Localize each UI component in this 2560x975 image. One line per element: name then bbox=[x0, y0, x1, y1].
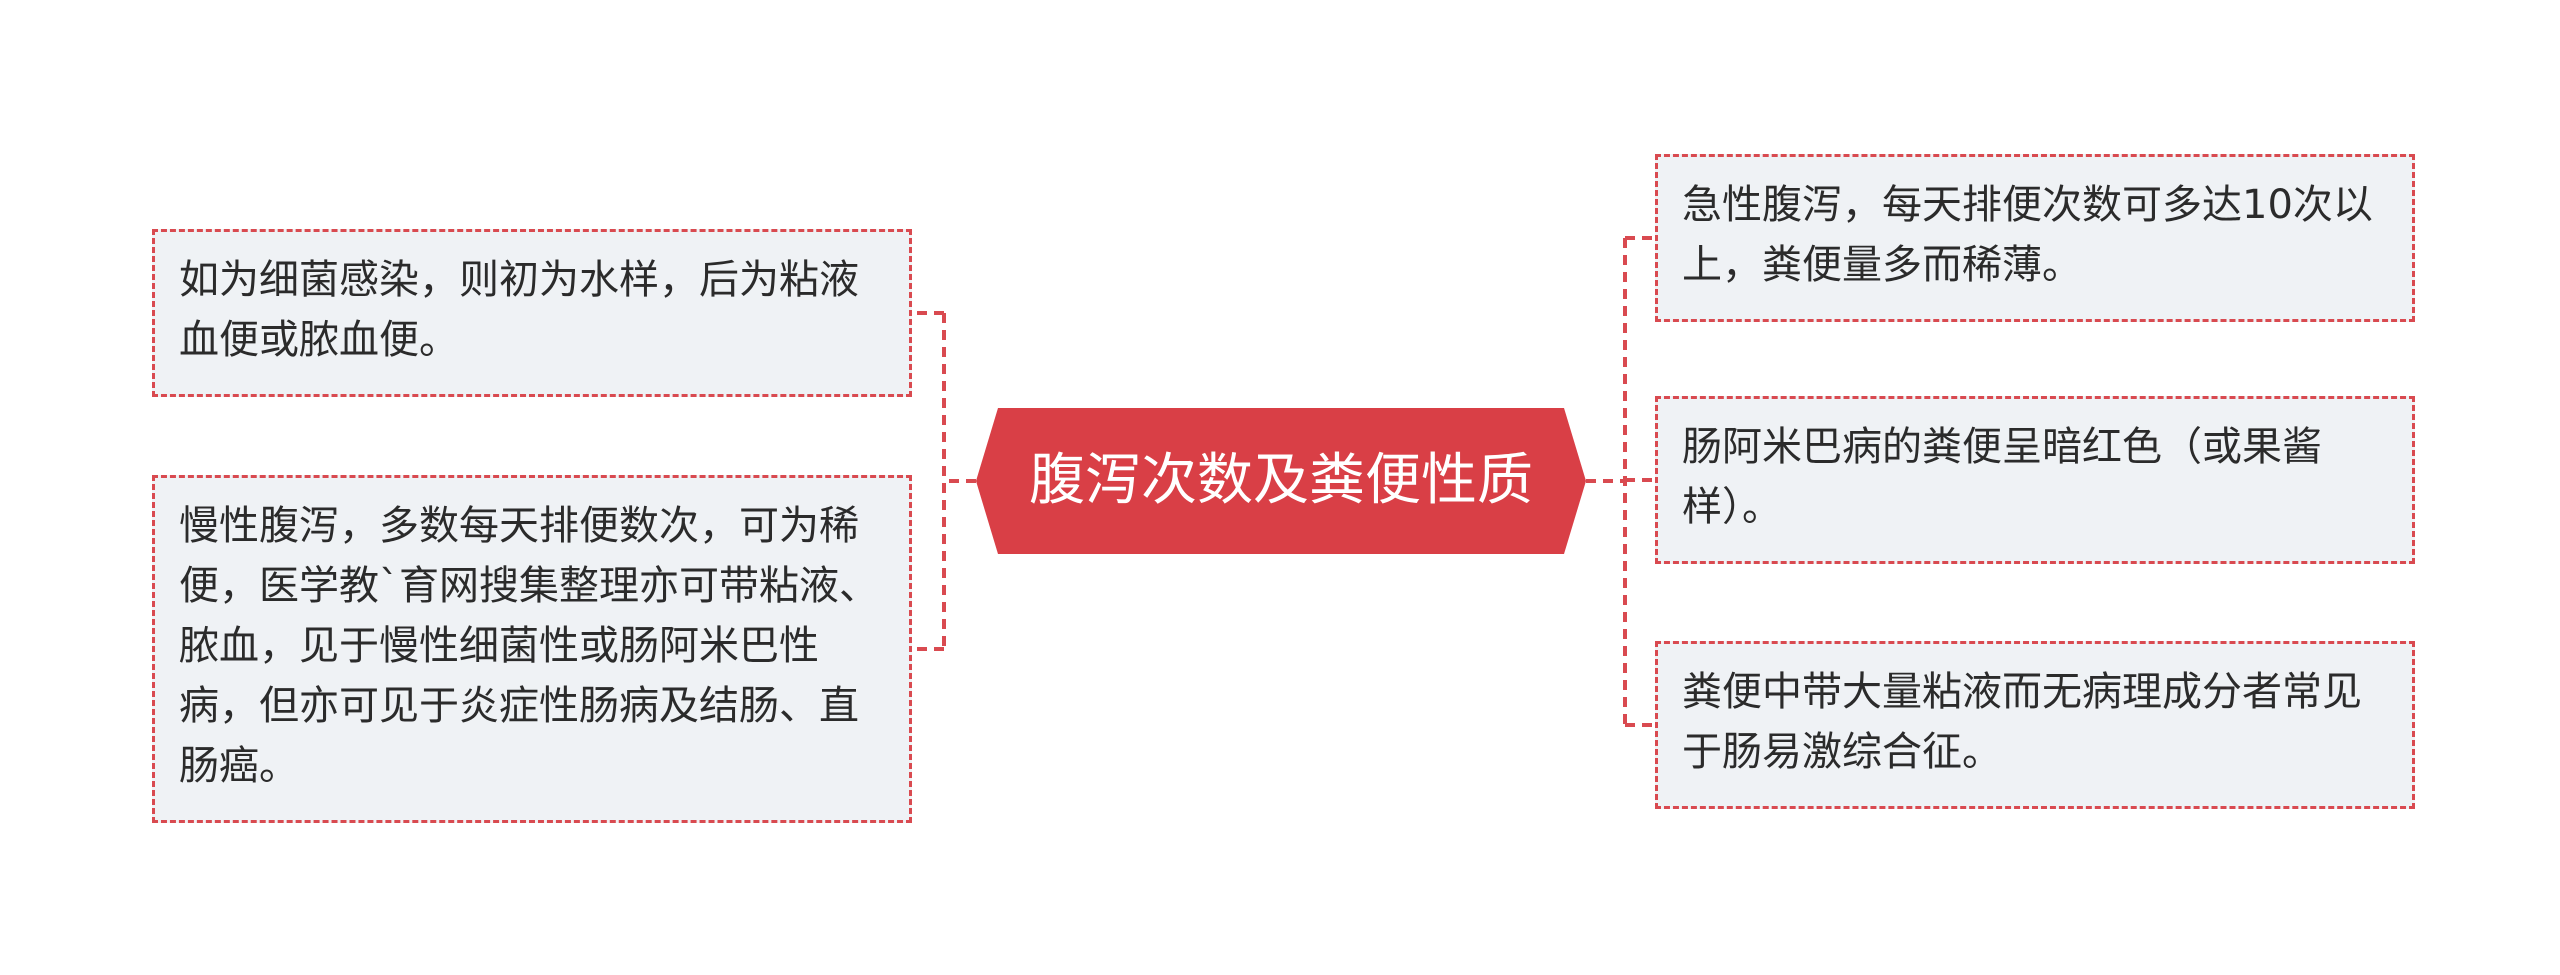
topic-node-left-1[interactable]: 如为细菌感染，则初为水样，后为粘液血便或脓血便。 bbox=[152, 229, 912, 397]
topic-text-right-1: 急性腹泻，每天排便次数可多达10次以上，粪便量多而稀薄。 bbox=[1682, 182, 2373, 288]
topic-text-left-2: 慢性腹泻，多数每天排便数次，可为稀便，医学教`育网搜集整理亦可带粘液、脓血，见于… bbox=[179, 503, 879, 789]
root-topic-node[interactable]: 腹泻次数及粪便性质 bbox=[976, 408, 1586, 554]
topic-text-left-1: 如为细菌感染，则初为水样，后为粘液血便或脓血便。 bbox=[179, 257, 859, 363]
topic-node-right-1[interactable]: 急性腹泻，每天排便次数可多达10次以上，粪便量多而稀薄。 bbox=[1655, 154, 2415, 322]
topic-node-left-2[interactable]: 慢性腹泻，多数每天排便数次，可为稀便，医学教`育网搜集整理亦可带粘液、脓血，见于… bbox=[152, 475, 912, 823]
topic-text-right-2: 肠阿米巴病的粪便呈暗红色（或果酱样）。 bbox=[1682, 424, 2322, 530]
root-topic-shape bbox=[976, 408, 1586, 554]
topic-node-right-2[interactable]: 肠阿米巴病的粪便呈暗红色（或果酱样）。 bbox=[1655, 396, 2415, 564]
topic-text-right-3: 粪便中带大量粘液而无病理成分者常见于肠易激综合征。 bbox=[1682, 669, 2362, 775]
root-topic-label: 腹泻次数及粪便性质 bbox=[1029, 448, 1533, 513]
topic-node-right-3[interactable]: 粪便中带大量粘液而无病理成分者常见于肠易激综合征。 bbox=[1655, 641, 2415, 809]
